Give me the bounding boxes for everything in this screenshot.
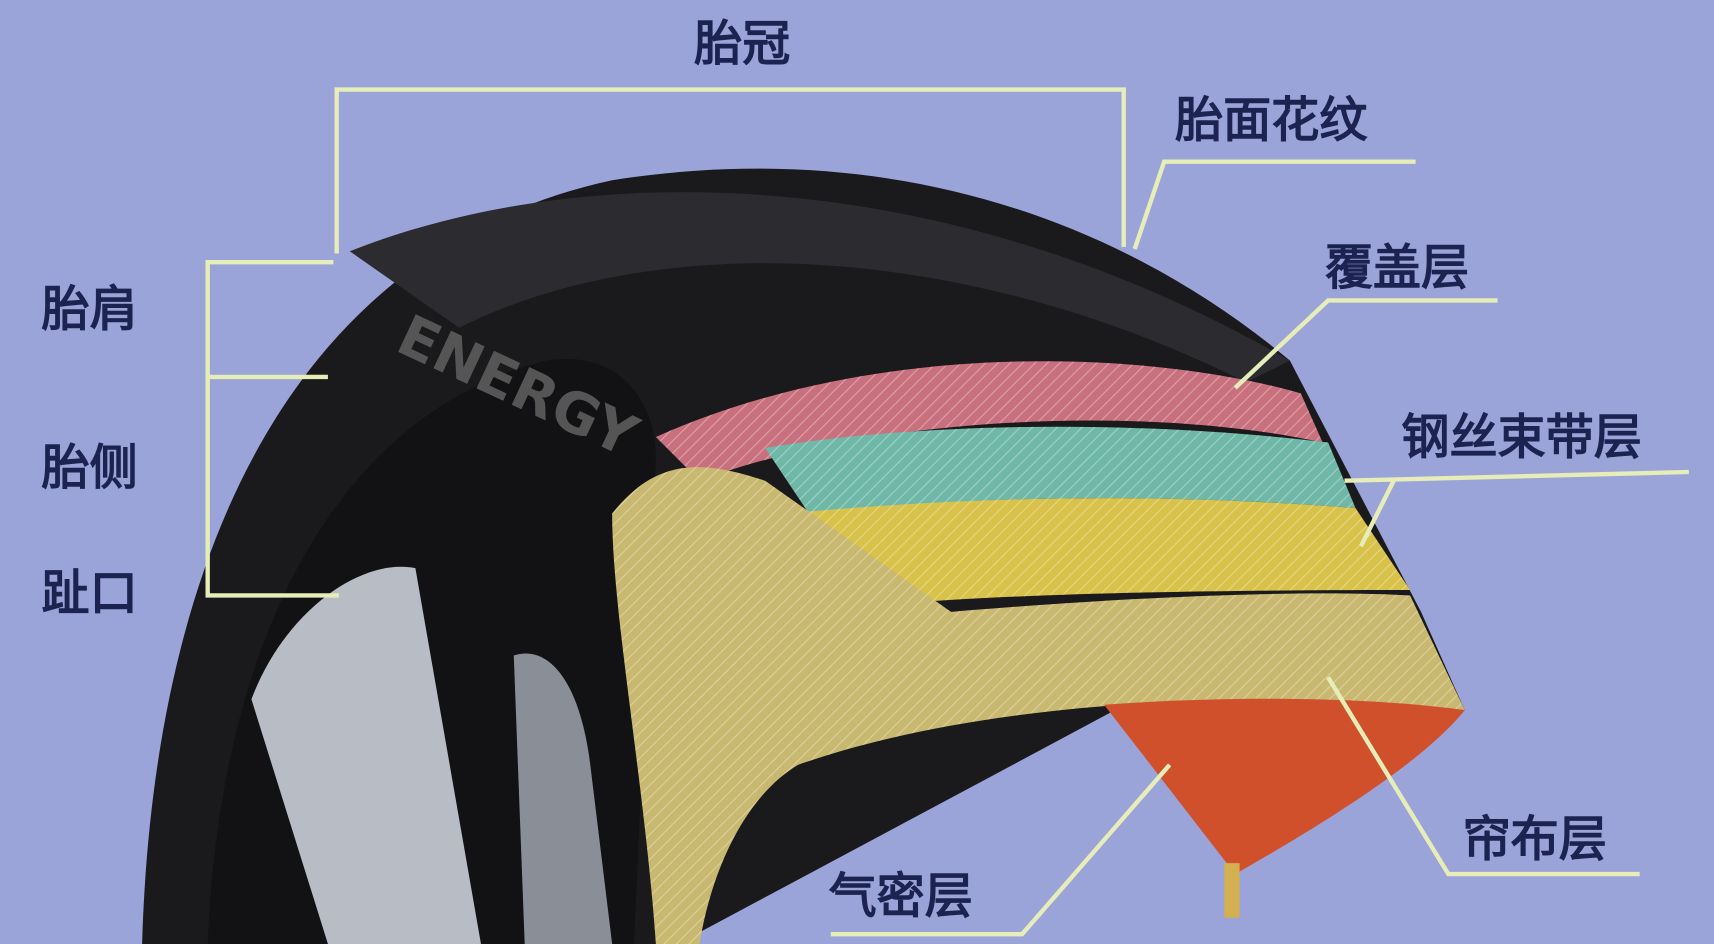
cap-ply-hatch	[655, 361, 1323, 481]
label-steel-belt: 钢丝束带层	[1401, 409, 1641, 465]
carcass-ply-line	[1326, 676, 1640, 877]
leader-lines	[205, 87, 1689, 937]
bead-wire	[1224, 863, 1240, 918]
sidewall-bracket-line	[205, 260, 339, 598]
label-carcass-ply: 帘布层	[1463, 812, 1607, 868]
label-tread-pattern: 胎面花纹	[1175, 93, 1368, 149]
label-sidewall: 胎侧	[42, 440, 138, 496]
label-shoulder: 胎肩	[42, 282, 138, 338]
tire-tread	[349, 192, 1290, 383]
cap-ply-line	[1233, 298, 1498, 390]
label-inner-liner: 气密层	[829, 868, 973, 924]
inner-liner-line	[830, 763, 1172, 937]
tread-pattern-line	[1132, 159, 1416, 250]
steel-belt-line	[1344, 469, 1689, 483]
inner-liner-layer	[1104, 698, 1465, 875]
steel-belt-upper-hatch	[765, 426, 1356, 514]
label-bead: 趾口	[42, 566, 138, 622]
tire-illustration: ENERGY	[142, 168, 1465, 944]
carcass-ply-hatch	[612, 467, 1465, 944]
label-cap-ply: 覆盖层	[1325, 240, 1469, 296]
steel-belt-lower-hatch	[787, 498, 1411, 607]
wheel-spoke	[513, 653, 613, 944]
crown-bracket-line	[334, 87, 1126, 254]
steel-belt-line-2	[1358, 479, 1396, 548]
label-crown: 胎冠	[694, 16, 790, 72]
wheel-rim	[251, 566, 481, 944]
